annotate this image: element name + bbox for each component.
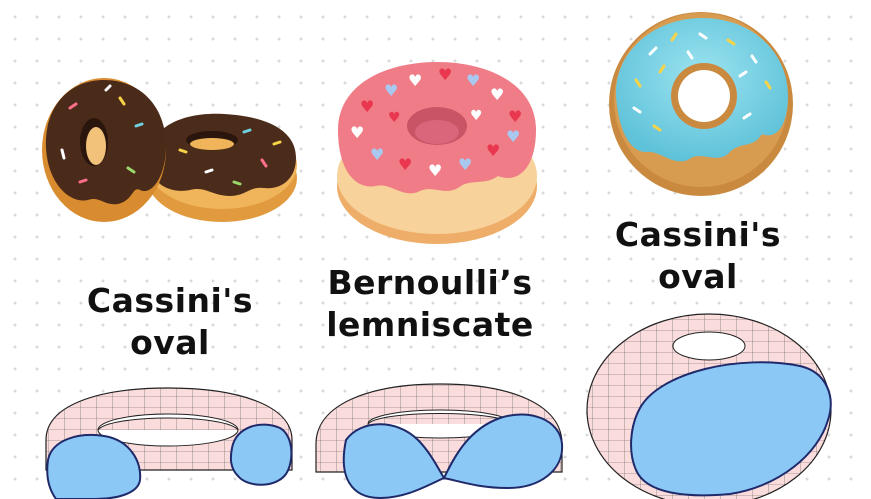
svg-text:♥: ♥ <box>398 155 412 174</box>
strawberry-heart-donut-illustration: ♥ ♥ ♥ ♥ ♥ ♥ ♥ ♥ ♥ ♥ ♥ ♥ ♥ ♥ ♥ ♥ <box>337 62 537 244</box>
caption-left-line2: oval <box>70 322 270 364</box>
svg-text:♥: ♥ <box>490 85 504 104</box>
svg-text:♥: ♥ <box>360 97 374 116</box>
torus-cassini-surface-left <box>46 388 292 499</box>
torus-cassini-surface-right <box>587 314 831 499</box>
caption-middle: Bernoulli’s lemniscate <box>315 262 545 346</box>
caption-left-line1: Cassini's <box>70 280 270 322</box>
svg-text:♥: ♥ <box>388 110 401 126</box>
svg-text:♥: ♥ <box>428 161 442 180</box>
svg-text:♥: ♥ <box>438 65 452 84</box>
svg-text:♥: ♥ <box>458 155 472 174</box>
chocolate-donut-right <box>147 114 297 222</box>
caption-middle-line2: lemniscate <box>315 304 545 346</box>
torus-lemniscate-surface <box>316 384 562 498</box>
caption-left: Cassini's oval <box>70 280 270 364</box>
caption-middle-line1: Bernoulli’s <box>315 262 545 304</box>
svg-text:♥: ♥ <box>506 127 520 146</box>
svg-text:♥: ♥ <box>470 108 483 124</box>
svg-text:♥: ♥ <box>408 71 422 90</box>
svg-text:♥: ♥ <box>350 123 364 142</box>
svg-text:♥: ♥ <box>384 81 398 100</box>
svg-text:♥: ♥ <box>466 71 480 90</box>
chocolate-donuts-illustration <box>42 78 297 222</box>
blue-glazed-donut-illustration <box>609 12 793 196</box>
caption-right-line2: oval <box>598 256 798 298</box>
caption-right-line1: Cassini's <box>598 214 798 256</box>
svg-text:♥: ♥ <box>370 145 384 164</box>
caption-right: Cassini's oval <box>598 214 798 298</box>
svg-text:♥: ♥ <box>486 141 500 160</box>
svg-text:♥: ♥ <box>508 107 522 126</box>
